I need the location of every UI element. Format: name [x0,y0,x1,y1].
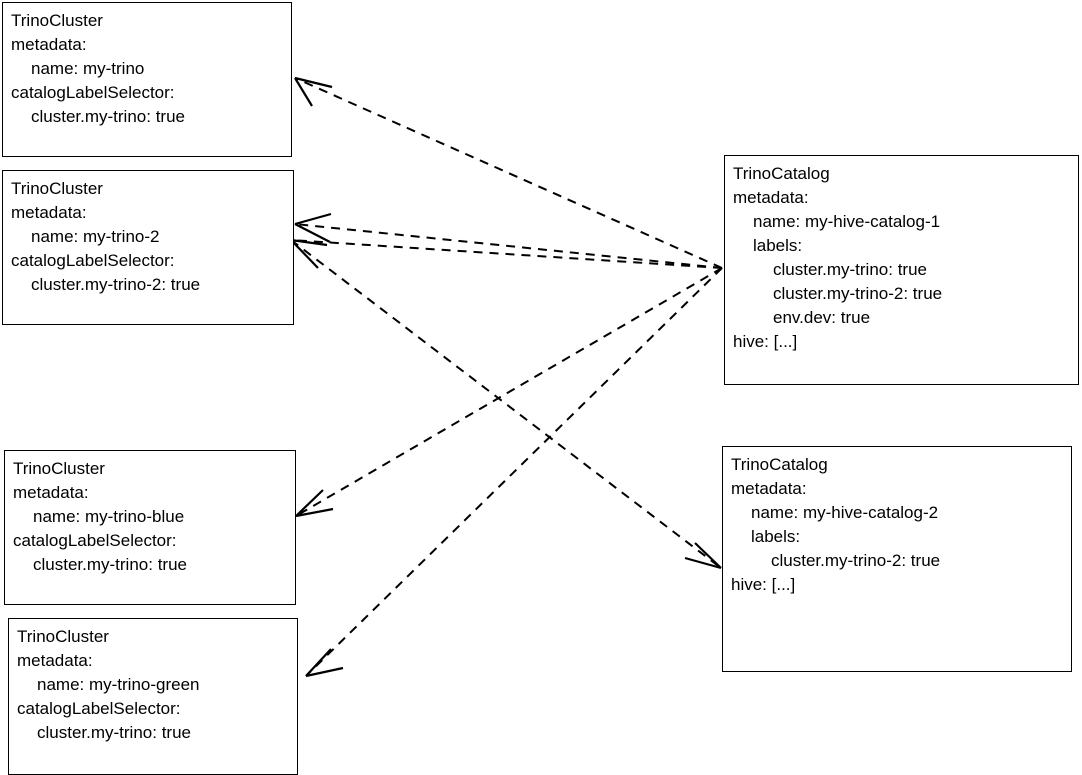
edge-catalog1-to-cluster-my-trino-2-a [294,212,723,269]
node-catalog-my-hive-catalog-2-line-4: cluster.my-trino-2: true [771,551,941,570]
node-cluster-my-trino-2[interactable]: TrinoCluster metadata: name: my-trino-2 cat… [2,170,294,325]
node-catalog-my-hive-catalog-2-line-2: name: my-hive-catalog-2 [751,503,939,522]
node-catalog-my-hive-catalog-1-line-3: labels: [753,236,803,255]
node-cluster-my-trino-2-line-4: cluster.my-trino-2: true [31,275,201,294]
node-cluster-my-trino-green-line-3: catalogLabelSelector: [17,699,181,718]
node-cluster-my-trino-blue-line-3: catalogLabelSelector: [13,531,177,550]
edge-catalog1-to-cluster-my-trino-blue [295,267,723,518]
node-catalog-my-hive-catalog-2-line-5: hive: [...] [731,575,796,594]
node-catalog-my-hive-catalog-1-line-0: TrinoCatalog [733,164,830,183]
node-cluster-my-trino-blue-line-0: TrinoCluster [13,459,105,478]
node-cluster-my-trino-line-3: catalogLabelSelector: [11,83,175,102]
edge-catalog1-to-cluster-my-trino [294,76,723,269]
node-cluster-my-trino-2-line-3: catalogLabelSelector: [11,251,175,270]
edge-catalog1-to-cluster-my-trino-2-b [290,238,723,269]
edge-catalog1-to-cluster-my-trino-green [305,267,723,678]
node-catalog-my-hive-catalog-2[interactable]: TrinoCatalog metadata: name: my-hive-catal… [722,446,1072,672]
node-cluster-my-trino-2-line-1: metadata: [11,203,87,222]
node-cluster-my-trino-green[interactable]: TrinoCluster metadata: name: my-trino-gree… [8,618,298,775]
edge-catalog1-to-cluster-my-trino-2-a-arrowhead-icon [294,212,332,243]
node-catalog-my-hive-catalog-2-line-3: labels: [751,527,801,546]
node-cluster-my-trino-blue-line-2: name: my-trino-blue [33,507,185,526]
node-catalog-my-hive-catalog-1-line-5: cluster.my-trino-2: true [773,284,943,303]
node-cluster-my-trino-green-line-4: cluster.my-trino: true [37,723,191,742]
node-catalog-my-hive-catalog-1-line-4: cluster.my-trino: true [773,260,927,279]
node-catalog-my-hive-catalog-1-line-6: env.dev: true [773,308,871,327]
node-cluster-my-trino-line-2: name: my-trino [31,59,145,78]
edge-catalog1-to-cluster-my-trino-blue-arrowhead-icon [295,489,334,518]
node-catalog-my-hive-catalog-2-line-1: metadata: [731,479,807,498]
node-cluster-my-trino[interactable]: TrinoCluster metadata: name: my-trino catal… [2,2,292,157]
node-cluster-my-trino-2-line-2: name: my-trino-2 [31,227,160,246]
node-cluster-my-trino-blue-line-1: metadata: [13,483,89,502]
edge-catalog2-to-cluster-my-trino-2 [290,239,722,570]
edge-catalog2-to-cluster-my-trino-2-arrowhead-icon [684,542,722,570]
node-cluster-my-trino-green-line-1: metadata: [17,651,93,670]
node-catalog-my-hive-catalog-1-line-7: hive: [...] [733,332,798,351]
edge-catalog1-to-cluster-my-trino-green-arrowhead-icon [305,648,344,678]
node-catalog-my-hive-catalog-1-line-1: metadata: [733,188,809,207]
node-cluster-my-trino-blue-line-4: cluster.my-trino: true [33,555,187,574]
node-cluster-my-trino-2-line-0: TrinoCluster [11,179,103,198]
node-cluster-my-trino-green-line-0: TrinoCluster [17,627,109,646]
node-cluster-my-trino-line-1: metadata: [11,35,87,54]
node-catalog-my-hive-catalog-1[interactable]: TrinoCatalog metadata: name: my-hive-catal… [724,155,1079,385]
node-catalog-my-hive-catalog-2-line-0: TrinoCatalog [731,455,828,474]
node-cluster-my-trino-green-line-2: name: my-trino-green [37,675,200,694]
node-cluster-my-trino-blue[interactable]: TrinoCluster metadata: name: my-trino-blue… [4,450,296,605]
node-cluster-my-trino-line-0: TrinoCluster [11,11,103,30]
node-cluster-my-trino-line-4: cluster.my-trino: true [31,107,185,126]
node-catalog-my-hive-catalog-1-line-2: name: my-hive-catalog-1 [753,212,941,231]
edge-catalog1-to-cluster-my-trino-arrowhead-icon [294,76,333,107]
